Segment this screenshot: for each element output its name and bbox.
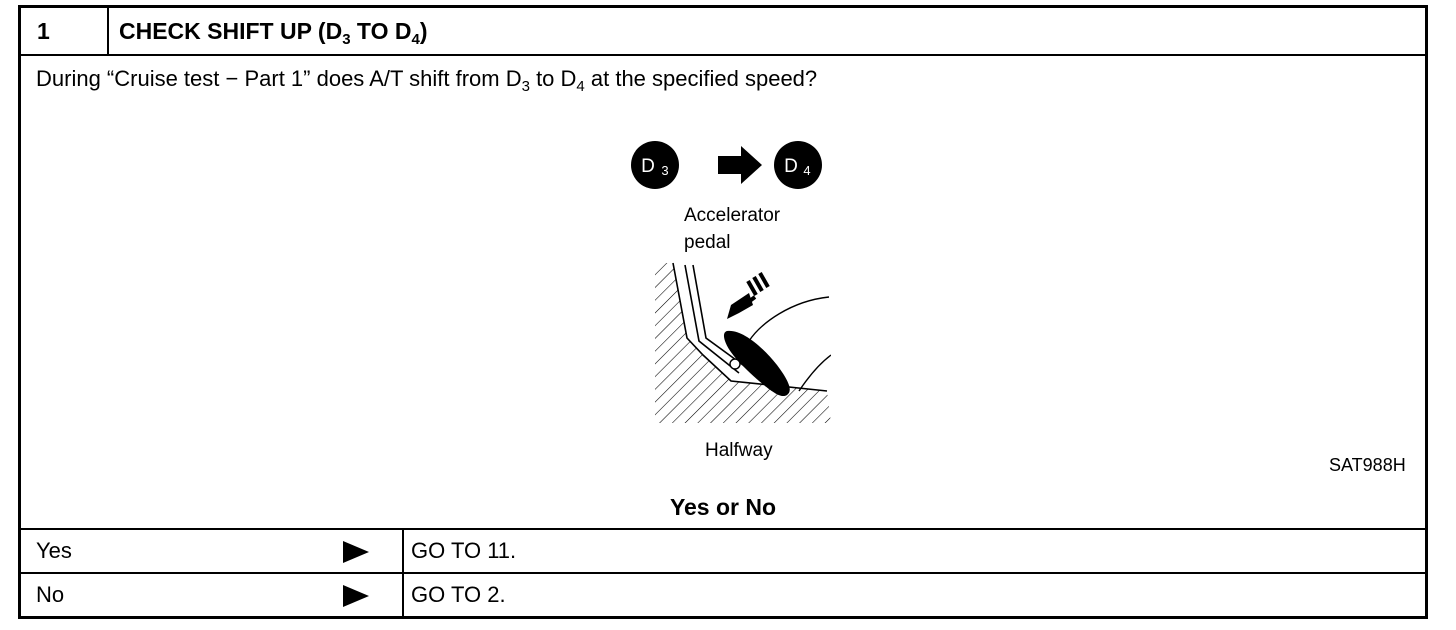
figure-code: SAT988H [1329,455,1406,475]
shift-arrow-icon [718,146,762,184]
svg-text:3: 3 [661,163,668,178]
step-title: CHECK SHIFT UP (D3 TO D4) [119,18,428,48]
answer-label: Yes [36,538,72,563]
svg-text:4: 4 [803,163,810,178]
pedal-caption: Halfway [705,440,773,461]
pedal-label-line2: pedal [684,232,731,253]
gear-d3-badge: D 3 [631,141,679,189]
step-header: 1 CHECK SHIFT UP (D3 TO D4) [21,8,1425,56]
pedal-label-line1: Accelerator [684,205,781,226]
column-divider [402,530,404,572]
answer-row-no[interactable]: No GO TO 2. [21,572,1425,616]
answer-row-yes[interactable]: Yes GO TO 11. [21,528,1425,572]
accelerator-pedal-figure: D 3 D 4 Accelerator pedal [631,141,831,461]
answer-action-link[interactable]: GO TO 11. [411,538,517,563]
arrow-right-icon [343,585,369,607]
answer-label: No [36,582,65,607]
step-question: During “Cruise test − Part 1” does A/T s… [36,66,818,95]
arrow-right-icon [343,541,369,563]
column-divider [402,574,404,616]
svg-text:D: D [641,156,655,177]
answer-action-link[interactable]: GO TO 2. [411,582,506,607]
gear-d4-badge: D 4 [774,141,822,189]
diagnostic-step-table: 1 CHECK SHIFT UP (D3 TO D4) During “Crui… [18,5,1428,619]
yes-or-no-prompt: Yes or No [669,494,777,520]
step-number: 1 [21,8,109,54]
accelerator-pedal-illustration [655,262,831,423]
svg-text:D: D [784,156,798,177]
